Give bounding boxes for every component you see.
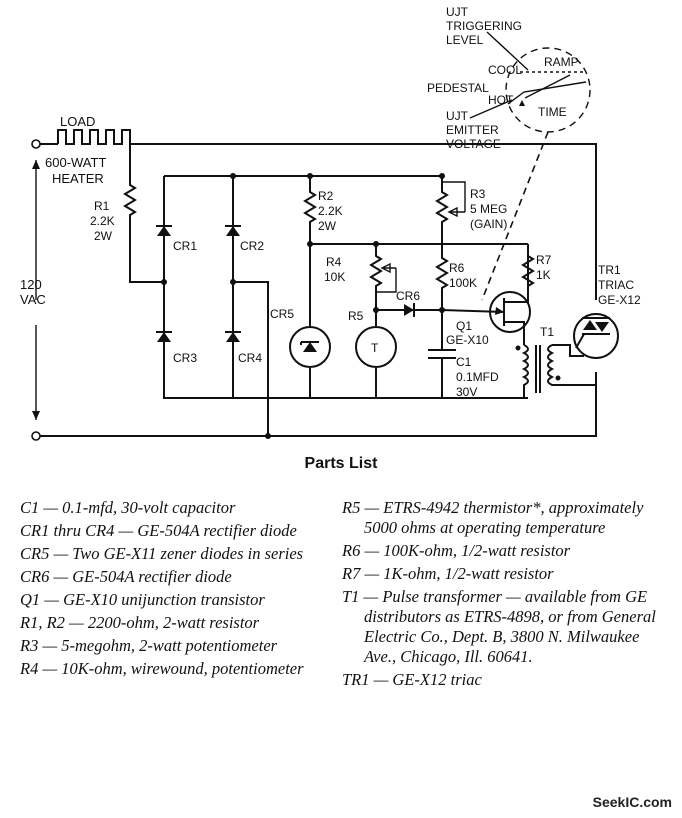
label-q1-name: Q1 bbox=[456, 319, 472, 333]
label-r1-name: R1 bbox=[94, 199, 110, 213]
diode-cr2 bbox=[225, 225, 241, 236]
label-c1-name: C1 bbox=[456, 355, 472, 369]
parts-entry-tr1: TR1 — GE-X12 triac bbox=[342, 670, 482, 689]
label-cr6: CR6 bbox=[396, 289, 420, 303]
label-r3-name: R3 bbox=[470, 187, 486, 201]
label-tr1-part: GE-X12 bbox=[598, 293, 641, 307]
top-rail bbox=[130, 143, 597, 300]
diode-cr4 bbox=[225, 331, 241, 342]
thermistor-symbol: T bbox=[371, 341, 379, 355]
diode-cr6 bbox=[404, 303, 415, 317]
label-cr4: CR4 bbox=[238, 351, 262, 365]
label-ujt-trig-1: UJT bbox=[446, 5, 469, 19]
label-r4-name: R4 bbox=[326, 255, 342, 269]
parts-list-left-column: C1 — 0.1-mfd, 30-volt capacitor CR1 thru… bbox=[20, 498, 340, 682]
r4-potentiometer bbox=[369, 244, 383, 398]
label-r2-value: 2.2K bbox=[318, 204, 343, 218]
ramp-waveform bbox=[507, 81, 587, 105]
label-supply-2: VAC bbox=[20, 292, 46, 307]
pedestal-arrow bbox=[519, 100, 525, 106]
label-c1-value: 0.1MFD bbox=[456, 370, 499, 384]
label-r4-value: 10K bbox=[324, 270, 345, 284]
zener-cr5 bbox=[289, 326, 331, 368]
bottom-rail bbox=[40, 372, 597, 437]
r3-r6-resistors bbox=[435, 176, 449, 350]
inset-pointer bbox=[481, 131, 549, 301]
diode-cr1 bbox=[156, 225, 172, 236]
transformer-t1-primary bbox=[521, 344, 529, 398]
label-time: TIME bbox=[538, 105, 567, 119]
label-hot: HOT bbox=[488, 93, 514, 107]
parts-entry-cr1-cr4: CR1 thru CR4 — GE-504A rectifier diode bbox=[20, 521, 297, 540]
label-r3-value: 5 MEG bbox=[470, 202, 507, 216]
label-heater-1: 600-WATT bbox=[45, 155, 106, 170]
parts-entry-r5: R5 — ETRS-4942 thermistor*, approximatel… bbox=[342, 498, 644, 537]
label-c1-rating: 30V bbox=[456, 385, 477, 399]
parts-list-right-column: R5 — ETRS-4942 thermistor*, approximatel… bbox=[342, 498, 672, 693]
label-r5: R5 bbox=[348, 309, 364, 323]
label-r2-rating: 2W bbox=[318, 219, 337, 233]
circuit-schematic: T LOAD 600-WATT HEATER 120 VAC R1 2.2K 2… bbox=[20, 5, 641, 441]
r2-resistor bbox=[303, 176, 528, 245]
thermistor-r5 bbox=[355, 326, 397, 368]
label-cool: COOL bbox=[488, 63, 522, 77]
label-ujt-emitter-2: EMITTER bbox=[446, 123, 499, 137]
label-r1-value: 2.2K bbox=[90, 214, 115, 228]
label-pedestal: PEDESTAL bbox=[427, 81, 489, 95]
r3-wiper bbox=[447, 206, 465, 218]
parts-list-title: Parts List bbox=[304, 455, 378, 472]
supply-terminal-top bbox=[31, 139, 41, 149]
label-ujt-emitter-3: VOLTAGE bbox=[446, 137, 501, 151]
label-cr5: CR5 bbox=[270, 307, 294, 321]
label-r6-value: 100K bbox=[449, 276, 477, 290]
bridge-ac-return bbox=[233, 281, 269, 436]
label-tr1-type: TRIAC bbox=[598, 278, 634, 292]
label-cr2: CR2 bbox=[240, 239, 264, 253]
label-r3-note: (GAIN) bbox=[470, 217, 507, 231]
capacitor-c1 bbox=[428, 349, 456, 359]
parts-entry-t1: T1 — Pulse transformer — available from … bbox=[342, 587, 656, 666]
label-ujt-trig-2: TRIGGERING bbox=[446, 19, 522, 33]
label-supply-1: 120 bbox=[20, 277, 42, 292]
label-r2-name: R2 bbox=[318, 189, 334, 203]
parts-entry-cr5: CR5 — Two GE-X11 zener diodes in series bbox=[20, 544, 304, 563]
bridge-left-and-bottom bbox=[163, 176, 528, 399]
parts-entry-r1-r2: R1, R2 — 2200-ohm, 2-watt resistor bbox=[20, 613, 260, 632]
ujt-emitter-lead bbox=[441, 309, 505, 313]
label-cr1: CR1 bbox=[173, 239, 197, 253]
label-ramp: RAMP bbox=[544, 55, 579, 69]
parts-entry-c1: C1 — 0.1-mfd, 30-volt capacitor bbox=[20, 498, 236, 517]
label-ujt-trig-3: LEVEL bbox=[446, 33, 484, 47]
parts-entry-r6: R6 — 100K-ohm, 1/2-watt resistor bbox=[342, 541, 571, 560]
triac-tr1 bbox=[573, 313, 619, 359]
label-q1-part: GE-X10 bbox=[446, 333, 489, 347]
label-t1: T1 bbox=[540, 325, 554, 339]
label-load: LOAD bbox=[60, 114, 95, 129]
diode-cr3 bbox=[156, 331, 172, 342]
label-heater-2: HEATER bbox=[52, 171, 104, 186]
supply-terminal-bottom bbox=[31, 431, 41, 441]
parts-entry-cr6: CR6 — GE-504A rectifier diode bbox=[20, 567, 232, 586]
r7-resistor bbox=[521, 244, 535, 302]
r1-resistor bbox=[123, 144, 164, 283]
transformer-t1-secondary bbox=[547, 344, 596, 386]
label-r7-value: 1K bbox=[536, 268, 551, 282]
r4-wiper bbox=[380, 262, 396, 274]
parts-entry-r3: R3 — 5-megohm, 2-watt potentiometer bbox=[20, 636, 278, 655]
label-tr1-name: TR1 bbox=[598, 263, 621, 277]
label-r1-rating: 2W bbox=[94, 229, 113, 243]
label-r6-name: R6 bbox=[449, 261, 465, 275]
parts-entry-q1: Q1 — GE-X10 unijunction transistor bbox=[20, 590, 265, 609]
label-cr3: CR3 bbox=[173, 351, 197, 365]
label-r7-name: R7 bbox=[536, 253, 552, 267]
label-ujt-emitter-1: UJT bbox=[446, 109, 469, 123]
parts-entry-r7: R7 — 1K-ohm, 1/2-watt resistor bbox=[342, 564, 554, 583]
watermark: SeekIC.com bbox=[592, 794, 672, 810]
parts-entry-r4: R4 — 10K-ohm, wirewound, potentiometer bbox=[20, 659, 304, 678]
heater-load-symbol bbox=[57, 129, 131, 145]
